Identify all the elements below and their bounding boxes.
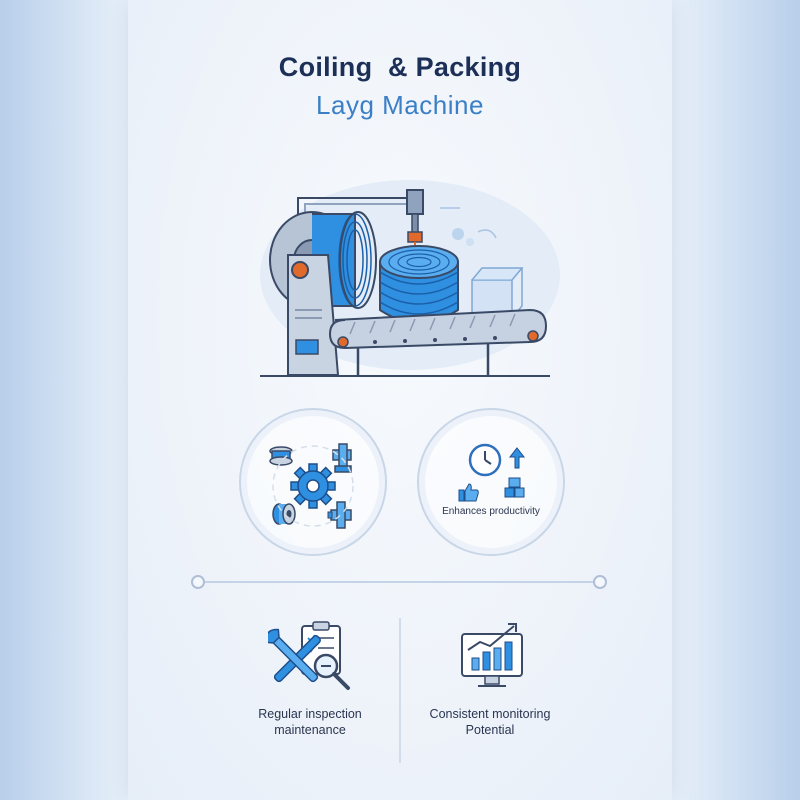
monitoring-label-line2: Potential: [465, 723, 515, 737]
monitoring-label-line1: Consistent monitoring: [429, 707, 551, 721]
page-subtitle: Layg Machine: [316, 90, 484, 120]
monitor-growth-chart-icon: [461, 623, 523, 687]
timeline-node-right: [593, 575, 607, 589]
page-title: Coiling & Packing: [278, 52, 522, 82]
feature-circle-productivity: Enhances productivity: [417, 408, 565, 556]
gear-icon: [290, 463, 336, 509]
pipe-fitting-icon: [327, 501, 352, 529]
timeline-node-left: [191, 575, 205, 589]
pipe-fitting-icon: [332, 443, 352, 473]
clock-icon: [468, 443, 502, 477]
coil-icon: [272, 503, 296, 525]
feature-circle-components: [239, 408, 387, 556]
inspection-label-line1: Regular inspection: [258, 707, 362, 721]
components-icon-group: [269, 443, 354, 529]
up-arrow-icon: [508, 447, 526, 469]
inspection-label-line2: maintenance: [274, 723, 346, 737]
column-divider: [399, 618, 401, 763]
spool-icon: [269, 446, 293, 466]
productivity-icon-group: [458, 443, 526, 502]
boxes-icon: [504, 477, 525, 498]
productivity-label: Enhances productivity: [442, 506, 540, 517]
wrench-screwdriver-checklist-icon: [268, 621, 350, 690]
coiling-machine-illustration: [260, 180, 560, 377]
timeline-divider: [198, 581, 600, 583]
monitoring-label: Consistent monitoring Potential: [390, 706, 590, 738]
thumbs-up-icon: [458, 483, 479, 502]
inspection-label: Regular inspection maintenance: [210, 706, 410, 738]
